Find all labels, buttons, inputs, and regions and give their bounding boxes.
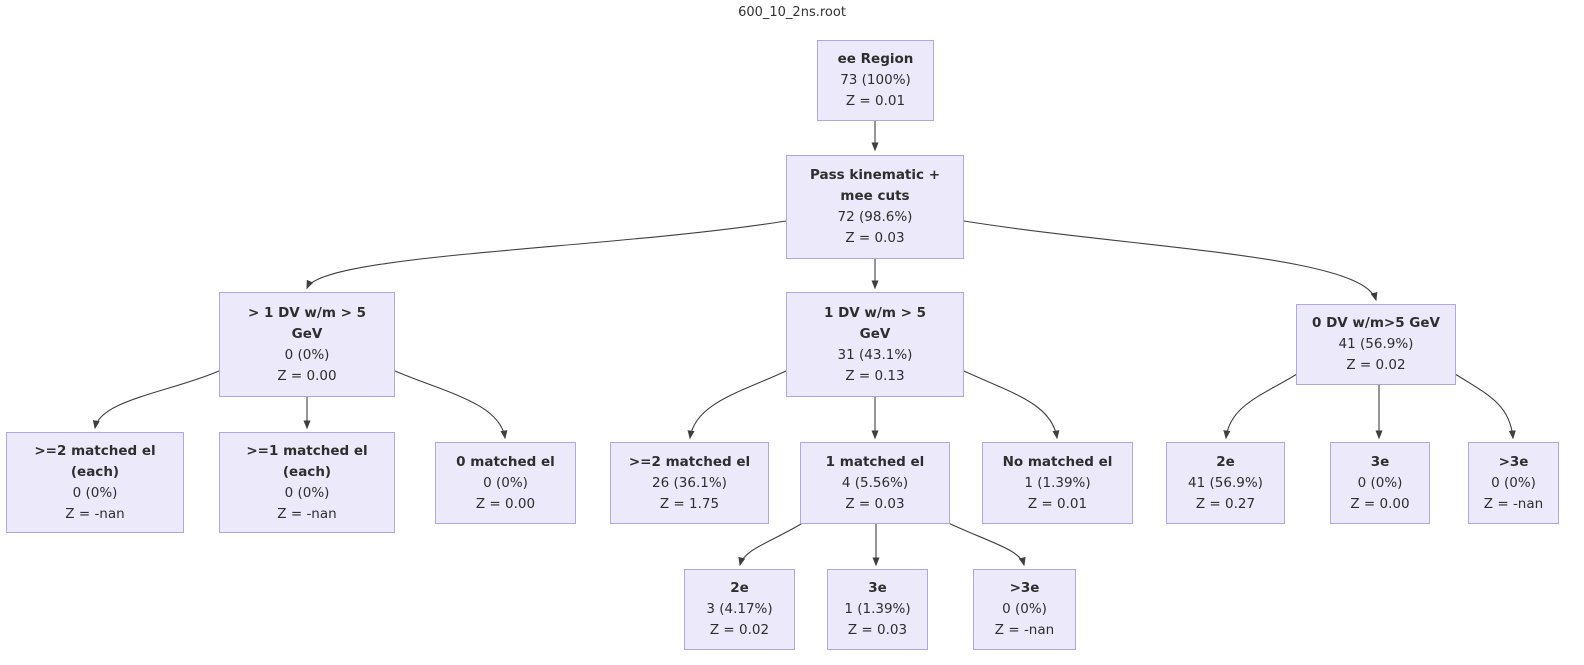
- node-count: 0 (0%): [284, 484, 330, 501]
- node-ee-region: ee Region 73 (100%) Z = 0.01: [817, 40, 934, 121]
- node-no-matched: No matched el 1 (1.39%) Z = 0.01: [982, 442, 1133, 524]
- edge-gt1dv-match0: [394, 370, 508, 440]
- node-count: 72 (98.6%): [837, 209, 913, 225]
- node-label: >=2 matched el: [628, 453, 751, 470]
- node-0dv-2e: 2e 41 (56.9%) Z = 0.27: [1166, 442, 1285, 524]
- node-count: 1 (1.39%): [844, 601, 911, 617]
- node-label: >3e: [1009, 580, 1040, 596]
- node-label: 0 DV w/m>5 GeV: [1311, 315, 1440, 331]
- edge-gt1dv-ge2each: [92, 370, 220, 430]
- node-z: Z = 0.02: [1346, 357, 1406, 373]
- node-label: > 1 DV w/m > 5: [247, 304, 367, 321]
- node-count: 0 (0%): [72, 484, 118, 501]
- node-label: 2e: [1216, 453, 1235, 470]
- node-label: >=2 matched el: [34, 442, 156, 459]
- node-z: Z = 0.27: [1195, 495, 1256, 512]
- node-count: 4 (5.56%): [841, 474, 909, 491]
- node-count: 41 (56.9%): [1188, 474, 1263, 491]
- node-z: Z = 0.13: [845, 367, 905, 384]
- edge-match1-gt3e: [943, 520, 1026, 567]
- node-label: No matched el: [1002, 453, 1113, 470]
- node-z: Z = -nan: [994, 622, 1055, 638]
- edge-onedv-nomatch: [963, 370, 1060, 440]
- node-z: Z = 0.03: [845, 495, 905, 512]
- node-z: Z = 0.03: [845, 230, 905, 246]
- node-0dv-gt3e: >3e 0 (0%) Z = -nan: [1468, 442, 1559, 524]
- node-label-line2: GeV: [859, 325, 891, 342]
- node-label-line2: (each): [282, 463, 332, 480]
- node-ge2-matched: >=2 matched el 26 (36.1%) Z = 1.75: [610, 442, 769, 524]
- node-z: Z = 1.75: [659, 495, 720, 512]
- node-1-dv: 1 DV w/m > 5 GeV 31 (43.1%) Z = 0.13: [786, 292, 964, 397]
- diagram-title: 600_10_2ns.root: [738, 5, 846, 20]
- node-gt1-dv: > 1 DV w/m > 5 GeV 0 (0%) Z = 0.00: [219, 292, 395, 397]
- node-count: 41 (56.9%): [1338, 336, 1414, 352]
- node-label: 0 matched el: [456, 453, 555, 470]
- node-label-line2: GeV: [291, 325, 323, 342]
- node-1m-3e: 3e 1 (1.39%) Z = 0.03: [827, 569, 928, 650]
- node-count: 0 (0%): [1357, 474, 1403, 491]
- node-z: Z = 0.00: [475, 495, 536, 512]
- node-pass-kinematic: Pass kinematic + mee cuts 72 (98.6%) Z =…: [786, 155, 964, 259]
- node-ge1-matched-each: >=1 matched el (each) 0 (0%) Z = -nan: [219, 432, 395, 533]
- node-count: 0 (0%): [483, 474, 528, 491]
- node-z: Z = 0.03: [847, 622, 908, 638]
- edge-pass-zerodv: [963, 220, 1378, 302]
- edge-onedv-ge2: [687, 370, 787, 440]
- node-label: >=1 matched el: [246, 442, 368, 459]
- edge-match1-2e: [738, 520, 807, 567]
- node-count: 0 (0%): [284, 346, 330, 363]
- edge-pass-gt1dv: [306, 220, 787, 290]
- node-1m-2e: 2e 3 (4.17%) Z = 0.02: [684, 569, 795, 650]
- node-count: 3 (4.17%): [706, 601, 773, 617]
- node-label: 3e: [1370, 453, 1390, 470]
- node-z: Z = -nan: [1483, 495, 1544, 512]
- node-label-line2: mee cuts: [840, 188, 910, 204]
- node-0-matched: 0 matched el 0 (0%) Z = 0.00: [435, 442, 576, 524]
- node-label: 3e: [868, 580, 887, 596]
- node-z: Z = -nan: [65, 505, 125, 522]
- node-count: 73 (100%): [840, 72, 911, 88]
- node-z: Z = 0.01: [1027, 495, 1088, 512]
- node-count: 31 (43.1%): [837, 346, 913, 363]
- node-label: 1 DV w/m > 5: [823, 304, 927, 321]
- node-label-line2: (each): [70, 463, 120, 480]
- node-z: Z = 0.01: [845, 93, 906, 109]
- node-label: Pass kinematic +: [809, 167, 941, 183]
- edge-zerodv-2e: [1223, 373, 1298, 440]
- node-label: 2e: [730, 580, 749, 596]
- node-0dv-3e: 3e 0 (0%) Z = 0.00: [1330, 442, 1430, 524]
- node-1m-gt3e: >3e 0 (0%) Z = -nan: [973, 569, 1076, 650]
- node-z: Z = -nan: [277, 505, 337, 522]
- node-0-dv: 0 DV w/m>5 GeV 41 (56.9%) Z = 0.02: [1296, 304, 1456, 385]
- node-label: 1 matched el: [825, 453, 925, 470]
- node-z: Z = 0.02: [709, 622, 770, 638]
- edge-zerodv-gt3e: [1454, 373, 1516, 440]
- node-z: Z = 0.00: [1350, 495, 1410, 512]
- node-1-matched: 1 matched el 4 (5.56%) Z = 0.03: [800, 442, 950, 524]
- node-z: Z = 0.00: [277, 367, 337, 384]
- node-label: ee Region: [837, 51, 914, 67]
- node-count: 0 (0%): [1002, 601, 1047, 617]
- node-count: 1 (1.39%): [1024, 474, 1091, 491]
- node-count: 26 (36.1%): [652, 474, 727, 491]
- node-label: >3e: [1498, 453, 1529, 470]
- node-count: 0 (0%): [1491, 474, 1536, 491]
- node-ge2-matched-each: >=2 matched el (each) 0 (0%) Z = -nan: [6, 432, 184, 533]
